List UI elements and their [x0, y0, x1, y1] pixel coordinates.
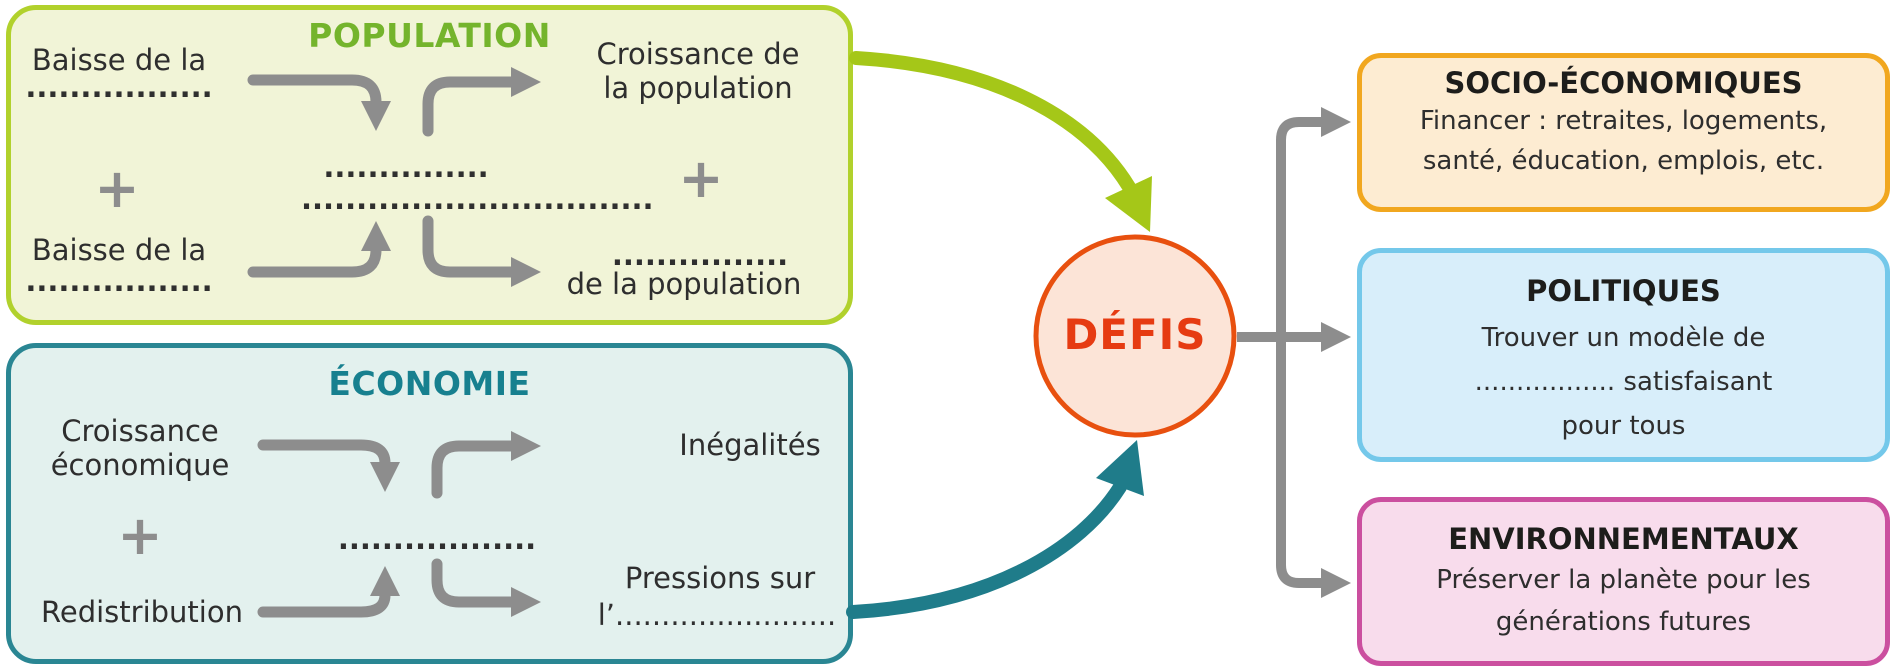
socioeconomic-title: SOCIO-ÉCONOMIQUES — [1444, 66, 1803, 100]
socio-economic-box — [1357, 53, 1890, 212]
environmental-title: ENVIRONNEMENTAUX — [1448, 522, 1799, 556]
economy-bottom-right-label: Pressions sur — [624, 561, 816, 595]
economy-title: ÉCONOMIE — [328, 364, 531, 403]
population-top-left-label: Baisse de la — [31, 43, 207, 77]
defis-label: DÉFIS — [1063, 310, 1207, 359]
economy-box — [6, 343, 853, 664]
political-title: POLITIQUES — [1526, 274, 1721, 308]
population-bottom-right-label: de la population — [566, 267, 802, 301]
population-bottom-right-dotted-blank: ................ — [611, 238, 789, 272]
plus-sign: + — [117, 504, 163, 567]
environmental-body: Préserver la planète pour les génération… — [1436, 565, 1811, 637]
defis-to-socioeconomic-arrow — [1276, 107, 1351, 337]
economy-bottom-left-label: Redistribution — [41, 595, 243, 629]
population-to-defis-arrow — [849, 51, 1136, 194]
plus-sign: + — [94, 157, 140, 220]
political-body: Trouver un modèle de ................. s… — [1474, 323, 1773, 442]
economy-top-right-label: Inégalités — [679, 428, 821, 462]
environmental-box — [1357, 497, 1890, 666]
population-arrowhead-icon — [1105, 176, 1152, 232]
socioeconomic-body: Financer : retraites, logements, santé, … — [1419, 106, 1828, 176]
population-bottom-left-label: Baisse de la — [31, 233, 207, 267]
population-top-right-label: Croissance de la population — [596, 37, 800, 105]
population-middle-dotted-blank-1: ............... — [323, 150, 489, 184]
plus-sign: + — [678, 147, 724, 210]
population-bottom-left-dotted-blank: ................. — [25, 264, 213, 298]
political-box — [1357, 248, 1890, 462]
population-title: POPULATION — [308, 16, 551, 55]
economy-to-defis-arrow — [846, 480, 1127, 619]
defis-to-environmental-arrow — [1276, 337, 1351, 598]
population-top-left-dotted-blank: ................. — [25, 70, 213, 104]
economy-arrowhead-icon — [1096, 440, 1144, 496]
population-middle-dotted-blank-2: ................................ — [301, 182, 654, 216]
economy-top-left-label: Croissance économique — [50, 414, 230, 482]
economy-middle-dotted-blank: .................. — [337, 522, 537, 556]
economy-bottom-right-dotted-blank: l’........................ — [597, 598, 837, 632]
